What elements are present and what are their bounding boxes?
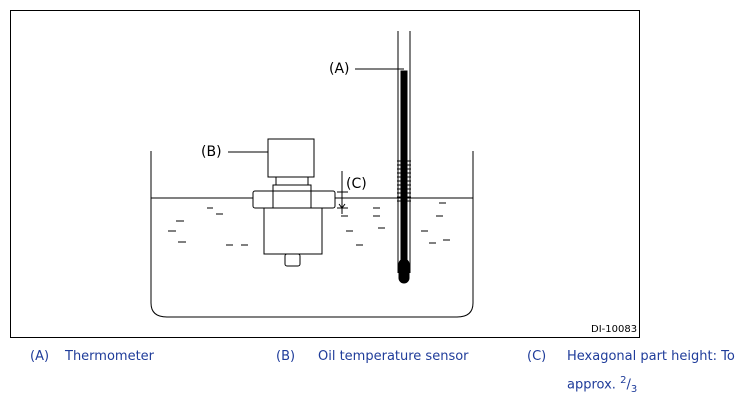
thermometer-bulb xyxy=(398,258,410,284)
sensor-body xyxy=(263,207,323,255)
legend-key-c: (C) xyxy=(527,349,547,364)
legend-text-a: Thermometer xyxy=(65,349,155,364)
figure-id: DI-10083 xyxy=(591,324,638,335)
thermometer-scale xyxy=(397,160,411,202)
legend-key-b: (B) xyxy=(276,349,296,364)
legend-text-b: Oil temperature sensor xyxy=(318,349,469,364)
oil-temperature-sensor xyxy=(252,138,336,267)
figure-frame: (A) (B) (C) DI-10083 xyxy=(10,10,640,338)
callout-label-a: (A) xyxy=(329,61,350,77)
oil-container xyxy=(150,151,474,318)
dimension-c-marker xyxy=(337,171,348,214)
thermometer xyxy=(397,31,411,284)
legend-fraction-denominator: 3 xyxy=(630,383,638,395)
legend-key-a: (A) xyxy=(30,349,50,364)
legend-approx-prefix: approx. xyxy=(567,377,616,393)
sensor-connector xyxy=(267,138,315,178)
oil-dashes xyxy=(168,202,450,246)
oil-bath-diagram xyxy=(150,31,474,318)
sensor-tip xyxy=(284,253,301,267)
legend-fraction-numerator: 2 xyxy=(620,375,627,386)
sensor-hex-inner xyxy=(272,190,312,209)
callout-label-c: (C) xyxy=(346,176,367,192)
legend-text-c-line2: approx. 2/3 xyxy=(567,375,638,395)
sensor-neck-lower xyxy=(272,184,312,192)
sensor-neck xyxy=(275,176,309,186)
callout-label-b: (B) xyxy=(201,144,222,160)
legend-text-c-line1: Hexagonal part height: To xyxy=(567,349,735,364)
